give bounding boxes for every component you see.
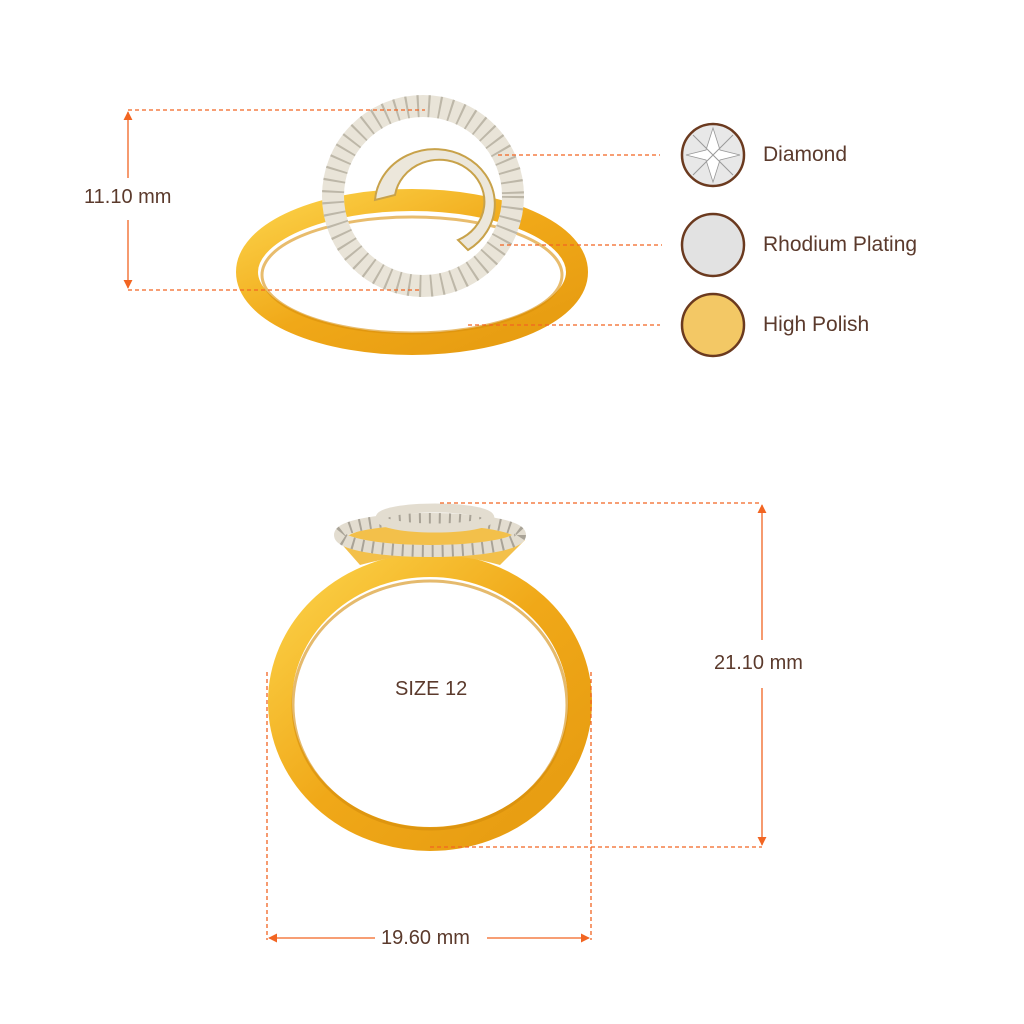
legend-swatches	[680, 122, 746, 358]
legend-diamond: Diamond	[763, 143, 848, 166]
legend-rhodium-plating: Rhodium Plating	[763, 233, 918, 256]
legend-high-polish: High Polish	[763, 313, 870, 336]
ring-top-view	[236, 95, 588, 355]
top-height-label: 11.10 mm	[80, 186, 176, 209]
dimension-lines	[123, 109, 767, 943]
diamond-spiral	[373, 148, 496, 252]
rhodium-swatch-icon	[680, 212, 746, 278]
front-width-label: 19.60 mm	[377, 927, 474, 950]
ring-front-view	[268, 503, 592, 851]
high-polish-swatch-icon	[680, 292, 746, 358]
ring-size-label: SIZE 12	[395, 678, 468, 700]
front-height-label: 21.10 mm	[710, 652, 807, 675]
